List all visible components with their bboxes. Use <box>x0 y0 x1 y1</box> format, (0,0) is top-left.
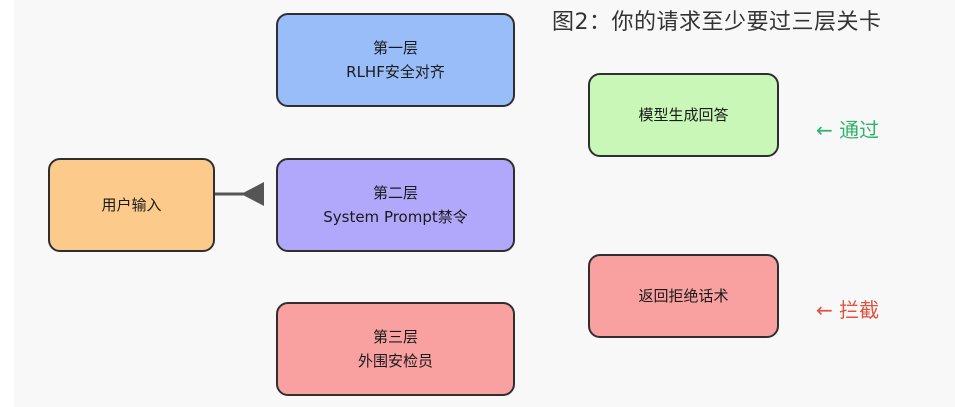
diagram-title: 图2：你的请求至少要过三层关卡 <box>552 10 882 35</box>
block-annotation: ← 拦截 <box>816 298 880 322</box>
layer2-title: 第二层 <box>372 184 418 202</box>
pass-annotation: ← 通过 <box>816 118 880 142</box>
refuse-label: 返回拒绝话术 <box>638 287 729 305</box>
layer2-desc: System Prompt禁令 <box>323 208 468 226</box>
layer3-node: 第三层 外围安检员 <box>276 302 515 396</box>
generate-answer-label: 模型生成回答 <box>638 106 729 124</box>
layer1-node: 第一层 RLHF安全对齐 <box>276 13 515 107</box>
layer2-node: 第二层 System Prompt禁令 <box>276 158 515 252</box>
connector-arrowhead <box>241 182 264 206</box>
user-input-node: 用户输入 <box>48 158 215 252</box>
layer1-title: 第一层 <box>372 39 418 57</box>
user-input-label: 用户输入 <box>101 196 162 214</box>
generate-answer-node: 模型生成回答 <box>588 73 779 157</box>
layer3-title: 第三层 <box>372 328 418 346</box>
layer3-desc: 外围安检员 <box>357 352 433 370</box>
layer1-desc: RLHF安全对齐 <box>346 63 445 81</box>
refuse-node: 返回拒绝话术 <box>588 254 779 338</box>
